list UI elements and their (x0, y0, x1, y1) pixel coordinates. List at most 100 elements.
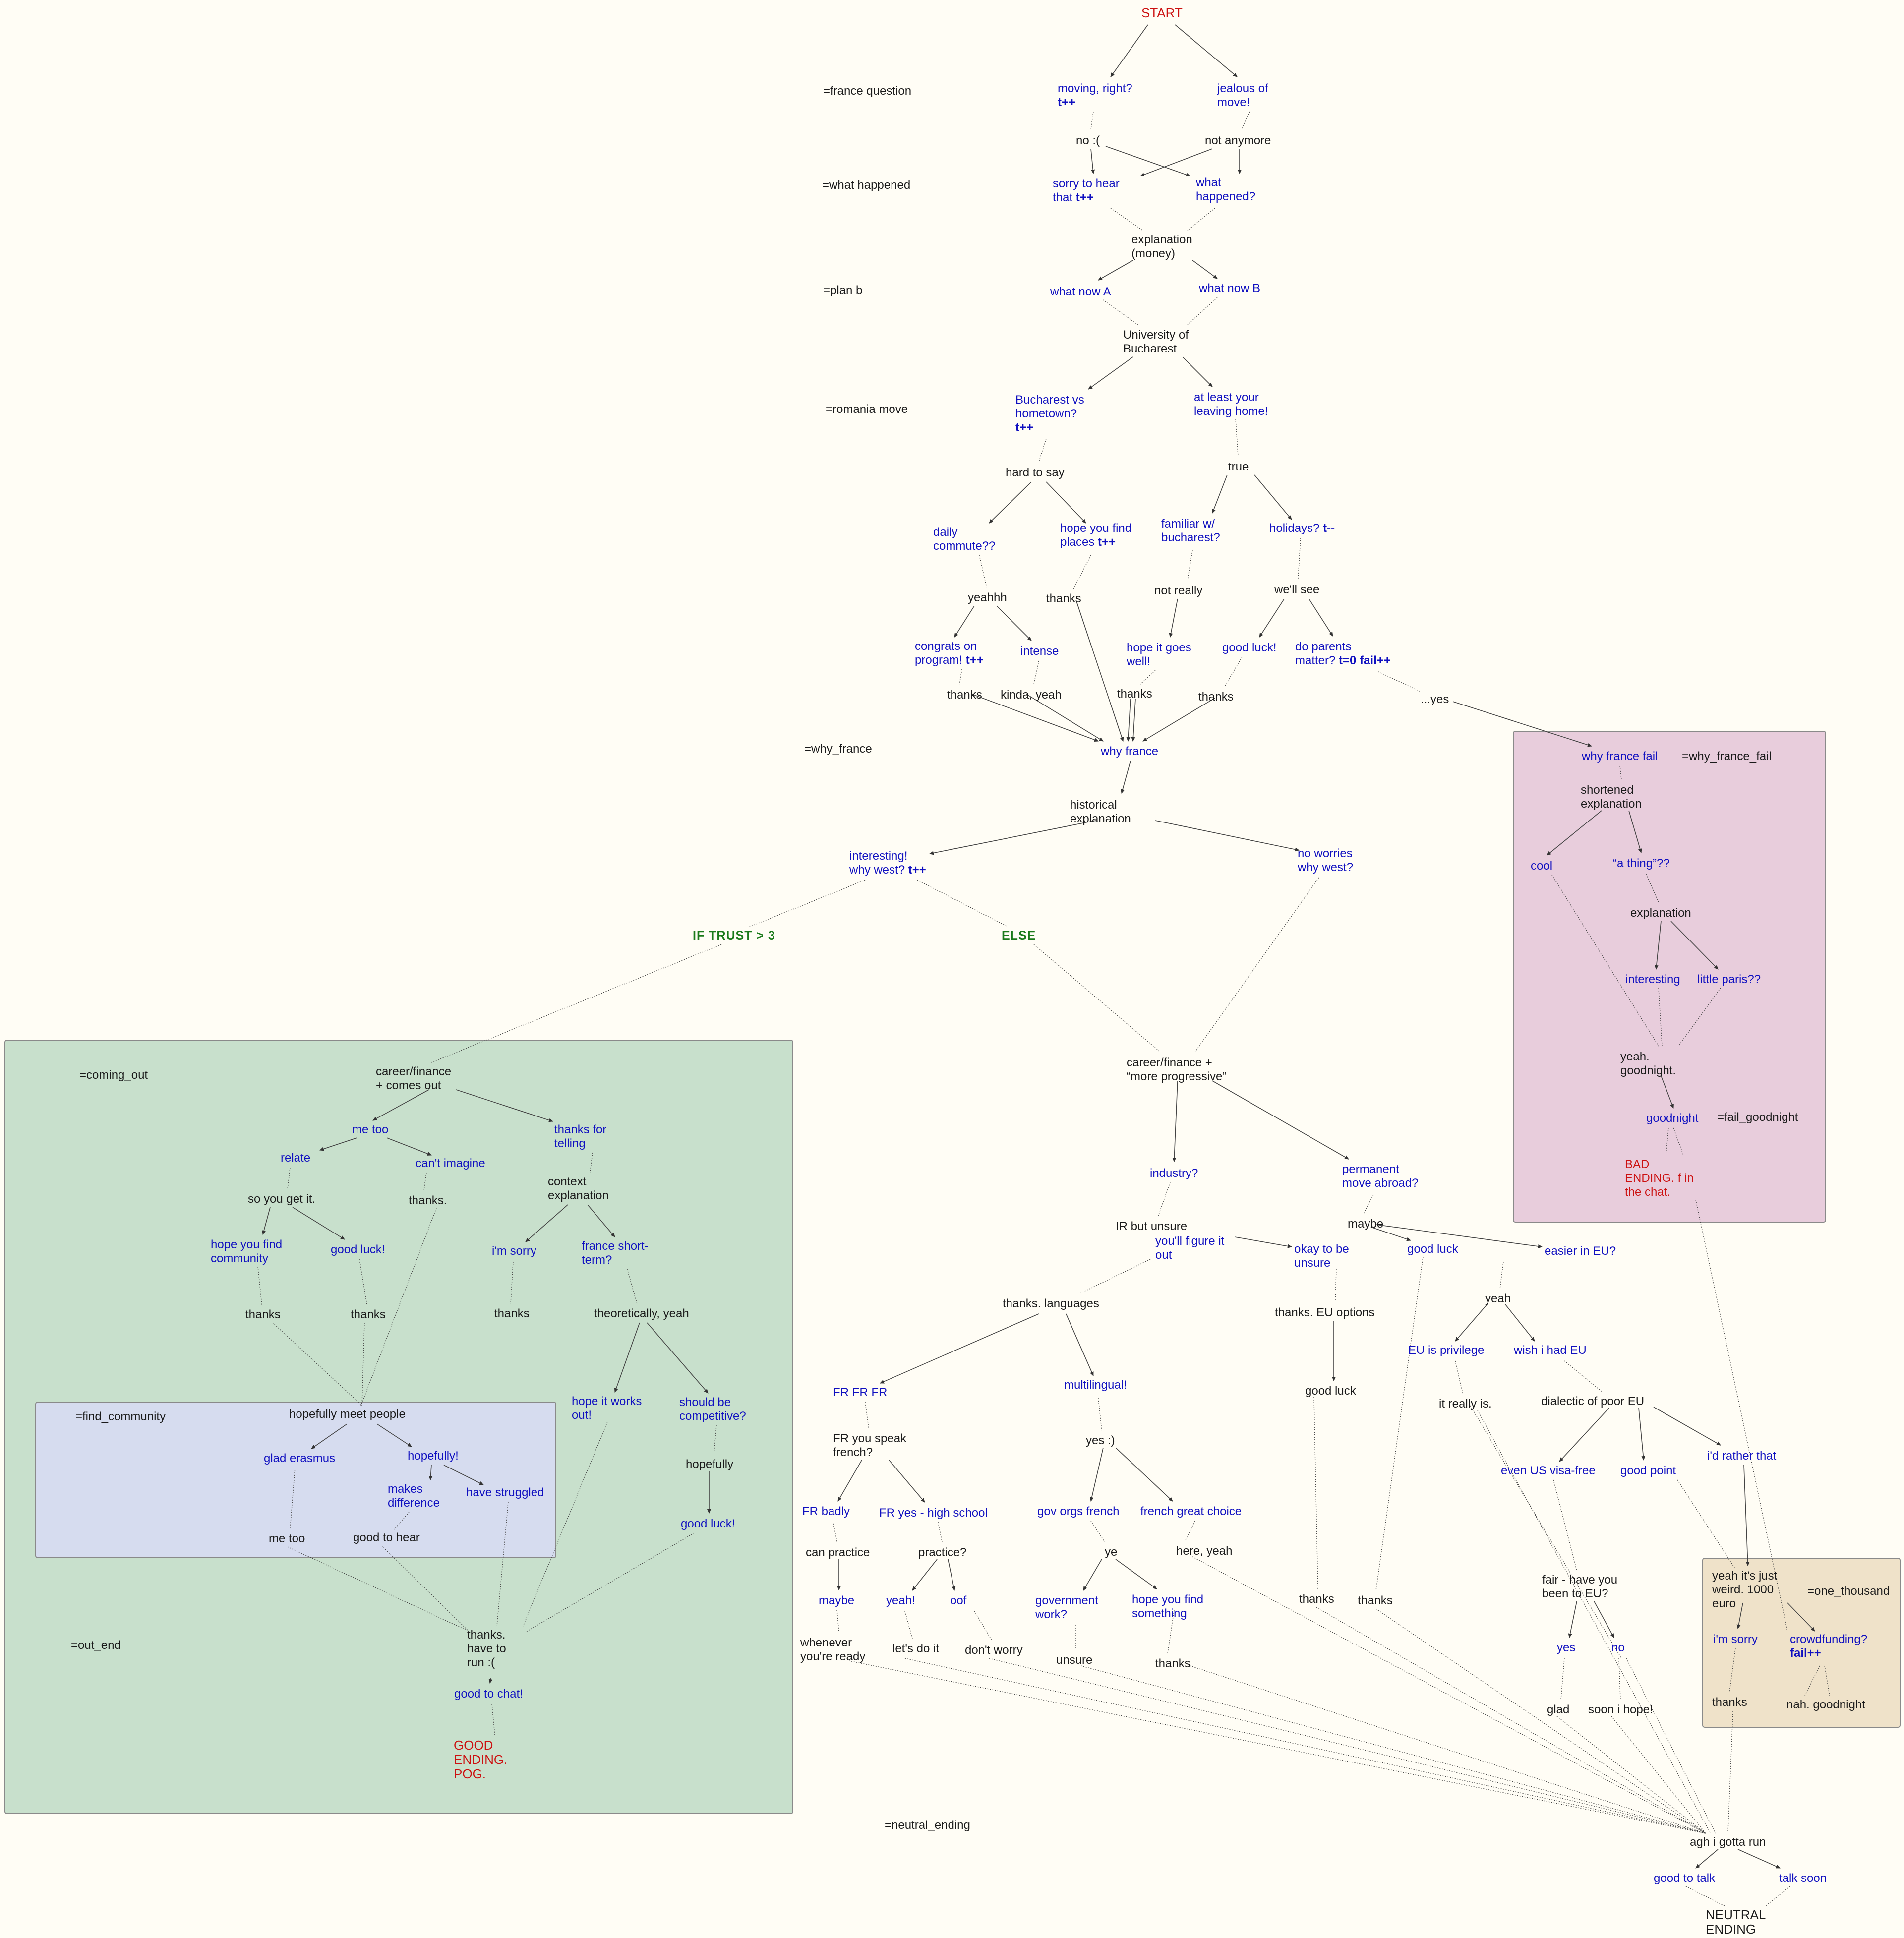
label-why-france: =why_france (804, 742, 872, 756)
node-whenever-ready: whenever you're ready (800, 1636, 866, 1663)
edge-connector (1316, 1607, 1706, 1834)
edge-connector (361, 1322, 365, 1406)
choice-hopefully-excl: hopefully! (408, 1449, 459, 1463)
choice-good-point: good point (1620, 1464, 1676, 1477)
edge-connector (1685, 1886, 1726, 1907)
edge-connector (1033, 660, 1039, 685)
edge-connector (948, 1559, 956, 1591)
edge-connector (359, 1259, 367, 1305)
edge-connector (1046, 481, 1086, 524)
edge-connector (971, 694, 1099, 742)
edge-connector (1628, 810, 1642, 853)
choice-no-b: no (1611, 1641, 1625, 1654)
edge-connector (1192, 1556, 1706, 1834)
label-one-thousand: =one_thousand (1807, 1585, 1890, 1598)
node-yeah-a: yeah (1485, 1292, 1511, 1305)
choice-permanent: permanent move abroad? (1342, 1163, 1419, 1190)
edge-connector (1743, 1465, 1750, 1566)
choice-hope-works: hope it works out! (572, 1395, 642, 1422)
choice-parents-matter: do parents matter? t=0 fail++ (1295, 640, 1391, 667)
one-thousand-group (1702, 1558, 1901, 1728)
node-kinda-yeah: kinda, yeah (1001, 688, 1062, 702)
choice-figure-out: you'll figure it out (1155, 1234, 1225, 1262)
edge-connector (1370, 1227, 1411, 1241)
edge-connector (1298, 537, 1301, 580)
node-thanks-e: thanks (1299, 1592, 1334, 1606)
edge-connector (1455, 1303, 1488, 1342)
node-shortened: shortened explanation (1581, 783, 1642, 811)
edge-connector (1787, 1602, 1815, 1632)
choice-makes-diff: makes difference (388, 1482, 440, 1510)
edge-connector (1560, 1658, 1565, 1700)
node-yes-dots: ...yes (1421, 693, 1449, 706)
node-thanks-t: thanks (1712, 1696, 1747, 1709)
edge-connector (1504, 1303, 1535, 1342)
edge-connector (1335, 1269, 1337, 1302)
node-lets-do-it: let's do it (892, 1642, 939, 1655)
edge-connector (1556, 1716, 1706, 1834)
edge-connector (912, 1559, 938, 1591)
edge-connector (1673, 1127, 1684, 1156)
choice-holidays: holidays? t-- (1269, 522, 1335, 535)
edge-connector (1194, 877, 1319, 1053)
edge-connector (372, 1089, 429, 1121)
choice-hope-find-places: hope you find places t++ (1060, 522, 1132, 549)
choice-maybe-b: maybe (819, 1594, 855, 1607)
edge-connector (833, 1521, 837, 1542)
edge-connector (1187, 550, 1193, 581)
edge-connector (1661, 1075, 1674, 1109)
edge-connector (443, 1465, 484, 1485)
edge-connector (1121, 761, 1131, 794)
choice-cant-imagine: can't imagine (416, 1157, 485, 1170)
choice-good-luck-g2: good luck! (681, 1517, 735, 1530)
choice-gov-work: government work? (1035, 1594, 1098, 1621)
choice-goodnight: goodnight (1646, 1112, 1699, 1125)
choice-fr-yes-hs: FR yes - high school (879, 1506, 988, 1520)
edge-connector (1259, 598, 1285, 638)
label-what-happened: =what happened (822, 178, 911, 192)
edge-connector (1090, 148, 1095, 174)
node-it-really-is: it really is. (1439, 1397, 1492, 1410)
label-romania-move: =romania move (826, 403, 908, 416)
edge-connector (1654, 921, 1662, 970)
node-me-too-b: me too (269, 1532, 305, 1545)
node-ir-unsure: IR but unsure (1116, 1220, 1188, 1233)
edge-connector (1551, 875, 1659, 1047)
choice-no-worries-west: no worries why west? (1298, 847, 1354, 874)
edge-connector (1115, 1559, 1157, 1589)
node-yeahhh: yeahhh (968, 591, 1007, 604)
edge-connector (1073, 555, 1091, 589)
node-fr-speak: FR you speak french? (833, 1432, 907, 1459)
edge-connector (1212, 474, 1228, 514)
node-explanation-p: explanation (1630, 906, 1691, 920)
edge-connector (989, 481, 1032, 524)
edge-connector (1695, 1849, 1719, 1869)
choice-yeah-excl: yeah! (886, 1594, 915, 1607)
choice-jealous: jealous of move! (1217, 82, 1268, 109)
node-thanks-g: thanks (1155, 1657, 1190, 1670)
node-thanks-d: thanks (1198, 690, 1234, 704)
edge-connector (496, 1502, 509, 1627)
node-career-progressive: career/finance + “more progressive” (1127, 1056, 1227, 1083)
edge-connector (1666, 1127, 1669, 1156)
choice-good-luck-a: good luck! (1222, 641, 1277, 654)
node-thanks-g2: thanks (351, 1308, 386, 1321)
node-thanks-b: thanks (947, 688, 982, 702)
edge-connector (865, 1402, 869, 1428)
edge-connector (1187, 297, 1218, 325)
edge-connector (1375, 1256, 1424, 1591)
choice-fr-badly: FR badly (802, 1505, 850, 1518)
edge-connector (1080, 1259, 1151, 1293)
edge-connector (488, 1678, 493, 1684)
edge-connector (1658, 988, 1663, 1047)
edge-connector (1190, 1665, 1706, 1834)
edge-connector (510, 1261, 514, 1304)
edge-connector (1192, 260, 1218, 279)
edge-connector (1088, 356, 1133, 390)
choice-hope-goes-well: hope it goes well! (1127, 641, 1191, 668)
edge-connector (1378, 671, 1421, 692)
edge-connector (1824, 1665, 1830, 1696)
choice-interesting-west: interesting! why west? t++ (849, 849, 926, 877)
edge-connector (1559, 1408, 1609, 1462)
label-find-community: =find_community (75, 1410, 166, 1423)
